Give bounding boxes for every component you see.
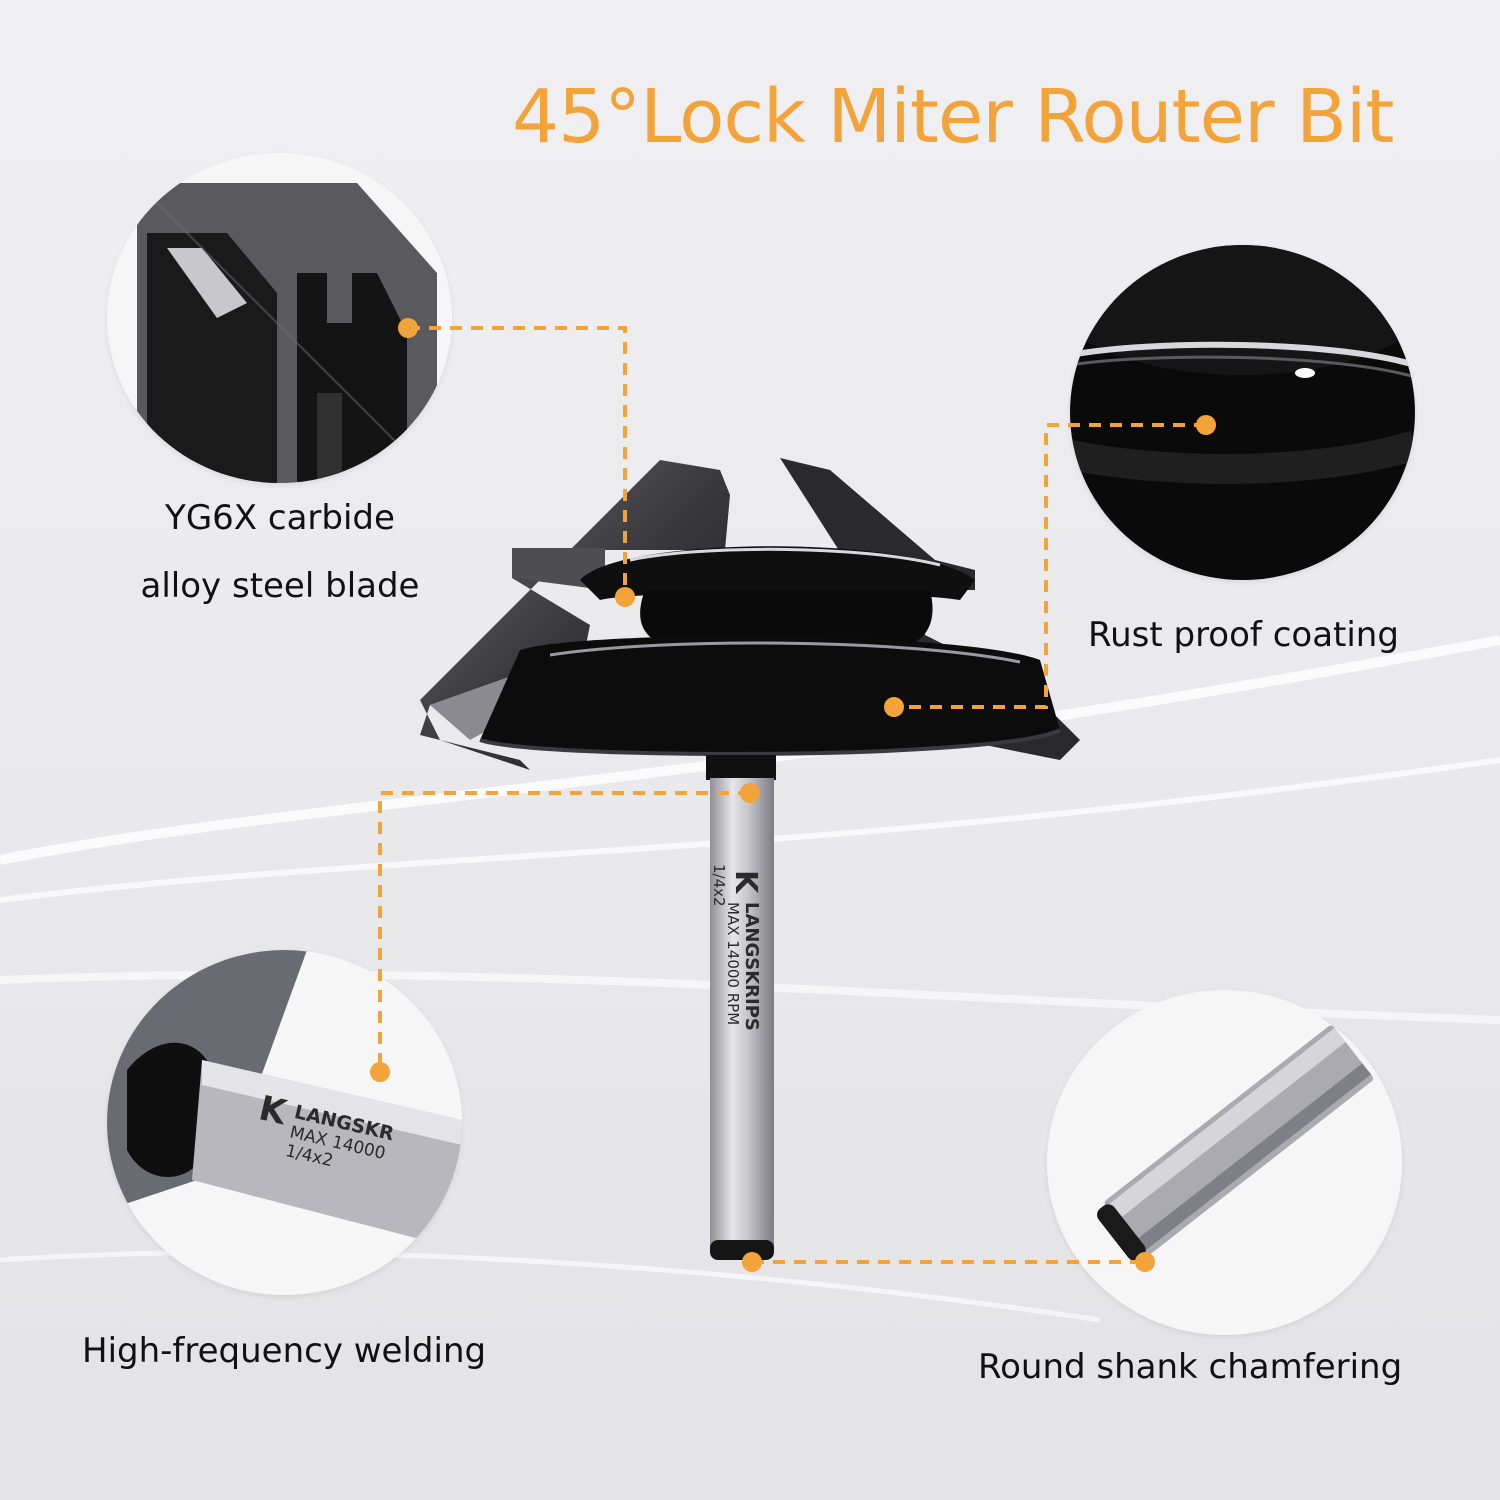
shank-rpm: MAX 14000 RPM xyxy=(724,902,742,1025)
carbide-closeup-circle xyxy=(107,153,452,483)
shank-closeup-circle xyxy=(1047,990,1402,1335)
black-coating-icon xyxy=(1070,245,1415,580)
carbide-label: YG6X carbide alloy steel blade xyxy=(110,498,450,606)
page-title: 45°Lock Miter Router Bit xyxy=(512,74,1394,160)
chamfered-shank-icon xyxy=(1047,990,1402,1335)
carbide-blade-icon xyxy=(107,153,452,483)
welding-label: High-frequency welding xyxy=(82,1331,487,1371)
carbide-label-line2: alloy steel blade xyxy=(140,566,420,606)
coating-label: Rust proof coating xyxy=(1088,615,1399,655)
carbide-label-line1: YG6X carbide xyxy=(165,498,395,538)
welding-closeup-circle: K LANGSKR MAX 14000 1/4x2 xyxy=(107,950,462,1295)
router-bit-product: K LANGSKRIPS MAX 14000 RPM 1/4x2 xyxy=(420,458,1080,1260)
shank-brand: LANGSKRIPS xyxy=(741,902,762,1031)
shank-logo: K xyxy=(728,870,763,895)
carbide-blade xyxy=(420,460,730,770)
shank-label: Round shank chamfering xyxy=(978,1347,1403,1387)
shank-size: 1/4x2 xyxy=(710,864,728,907)
coating-closeup-circle xyxy=(1070,245,1415,580)
